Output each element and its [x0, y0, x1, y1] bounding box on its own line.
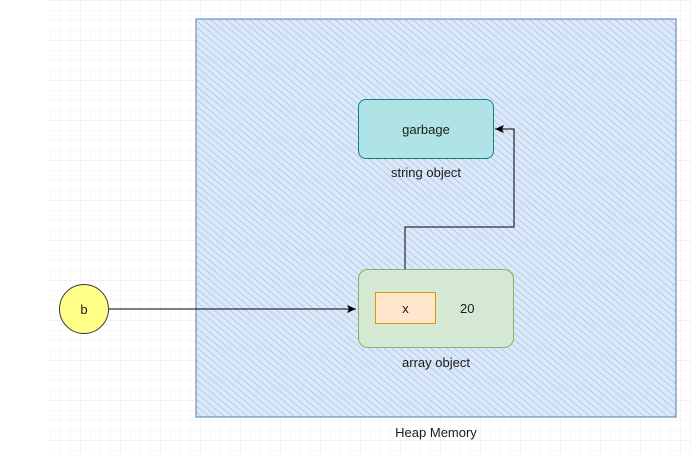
string-object-node[interactable]: garbage: [358, 99, 494, 159]
array-element-value: 20: [460, 301, 475, 316]
reference-variable-name: b: [80, 301, 88, 317]
string-object-label: string object: [390, 165, 462, 180]
array-element-cell[interactable]: x: [375, 292, 436, 324]
reference-variable-node[interactable]: b: [59, 284, 109, 334]
array-object-label: array object: [402, 355, 470, 370]
array-element-name: x: [402, 300, 409, 316]
heap-memory-label: Heap Memory: [395, 425, 477, 440]
string-object-value: garbage: [402, 121, 450, 137]
heap-memory-region: [195, 18, 677, 418]
element-pointer-arrow: [404, 125, 515, 292]
